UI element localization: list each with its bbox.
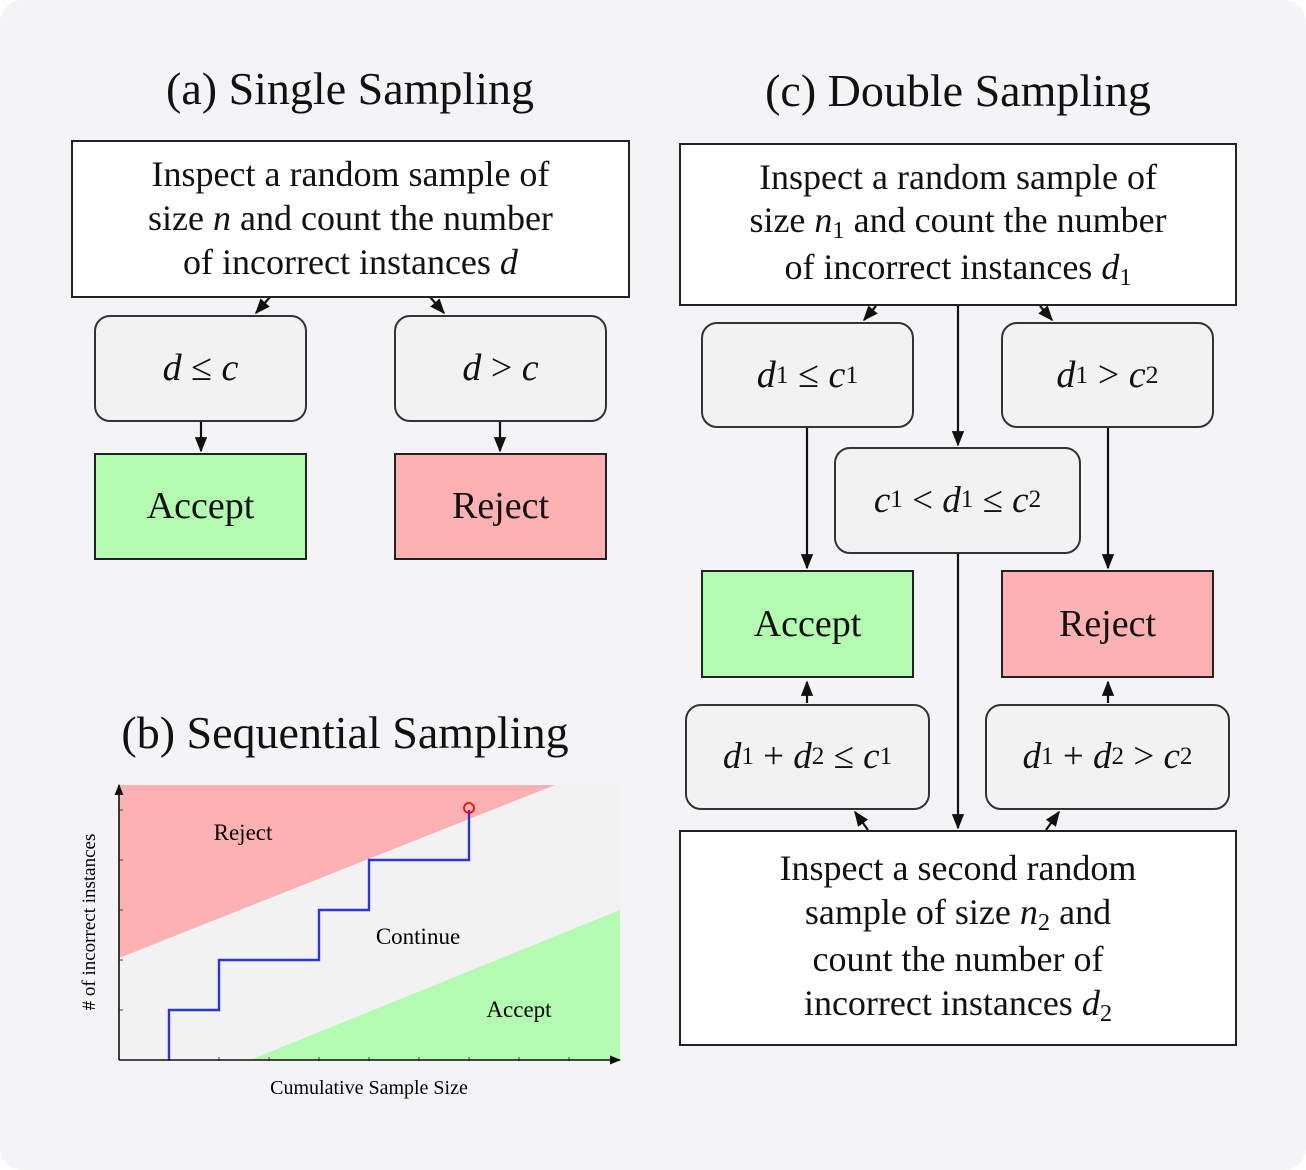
panel-b-title: (b) Sequential Sampling	[121, 707, 569, 758]
inspect1-line-3: of incorrect instances d1	[784, 247, 1132, 292]
panel-a-accept-box: Accept	[94, 453, 307, 560]
region-accept-label: Accept	[486, 997, 552, 1022]
panel-a-cond-accept: d ≤ c	[94, 315, 307, 422]
arrow-c-to-cond2-accept	[854, 810, 869, 831]
inspect2-line-4: incorrect instances d2	[803, 982, 1113, 1028]
panel-a-inspect-box: Inspect a random sample of size n and co…	[71, 140, 630, 298]
accept-region	[250, 910, 620, 1060]
panel-c-inspect-box-1: Inspect a random sample of size n1 and c…	[679, 143, 1237, 306]
arrow-c-to-cond2-reject	[1045, 810, 1060, 831]
arrow-c-to-reject-cond	[1038, 305, 1054, 322]
inspect-line-1: Inspect a random sample of	[151, 154, 550, 195]
panel-c-inspect-box-2: Inspect a second random sample of size n…	[679, 830, 1237, 1046]
panel-a-cond-reject: d > c	[394, 315, 607, 422]
sequential-plot: Reject Continue Accept Cumulative Sample…	[79, 783, 622, 1099]
region-continue-label: Continue	[376, 924, 460, 949]
panel-c-reject-box: Reject	[1001, 570, 1214, 678]
panel-a-title: (a) Single Sampling	[166, 63, 534, 114]
panel-c-title: (c) Double Sampling	[765, 65, 1151, 116]
inspect2-line-1: Inspect a second random	[779, 848, 1137, 889]
inspect2-line-2: sample of size n2 and	[804, 892, 1112, 937]
inspect2-line-3: count the number of	[812, 939, 1104, 979]
y-axis-label: # of incorrect instances	[79, 834, 100, 1011]
x-axis-label: Cumulative Sample Size	[270, 1077, 468, 1099]
region-reject-label: Reject	[214, 820, 273, 845]
inspect-line-3: of incorrect instances d	[183, 241, 518, 282]
arrow-c-to-accept-cond	[862, 305, 878, 322]
stop-point-marker	[463, 802, 475, 814]
panel-a-reject-box: Reject	[394, 453, 607, 560]
reject-region	[119, 785, 555, 958]
arrow-a-to-accept-cond	[254, 296, 271, 315]
arrow-a-to-reject-cond	[429, 296, 446, 315]
inspect1-line-2: size n1 and count the number	[749, 200, 1167, 245]
inspect-line-2: size n and count the number	[148, 198, 553, 239]
panel-c-accept-box: Accept	[701, 570, 914, 678]
sampling-path	[167, 810, 471, 1060]
inspect1-line-1: Inspect a random sample of	[759, 156, 1157, 197]
